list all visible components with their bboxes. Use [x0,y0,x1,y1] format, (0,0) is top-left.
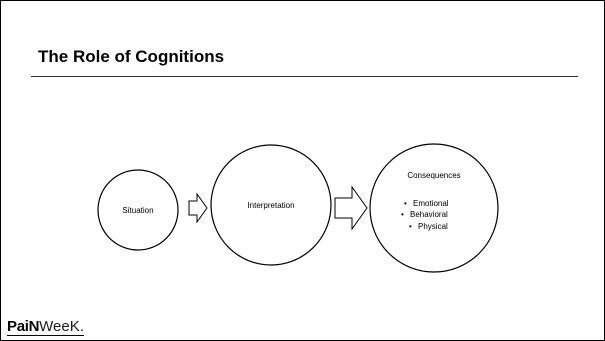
arrow-right-icon [188,192,208,224]
consequences-circle [369,143,499,273]
consequences-label: Consequences [407,171,460,180]
bullet-icon: • [409,222,412,231]
situation-label: Situation [122,206,153,215]
consequence-item-physical: Physical [418,222,448,231]
arrow-right-icon [334,185,368,231]
situation-circle [97,169,179,251]
bullet-icon: • [401,210,404,219]
node-consequences: Consequences • Emotional • Behavioral • … [369,143,499,273]
logo-part-pain: PaiN [7,318,40,335]
slide-title: The Role of Cognitions [38,47,225,66]
bullet-icon: • [404,199,407,208]
interpretation-circle [210,144,332,266]
node-situation: Situation [97,169,179,251]
title-divider [31,76,578,77]
consequence-item-behavioral: Behavioral [410,210,448,219]
interpretation-label: Interpretation [247,201,294,210]
consequence-item-emotional: Emotional [413,199,449,208]
node-interpretation: Interpretation [210,144,332,266]
painweek-logo: PaiNWeeK. [7,318,84,336]
logo-part-week: WeeK. [39,318,84,335]
